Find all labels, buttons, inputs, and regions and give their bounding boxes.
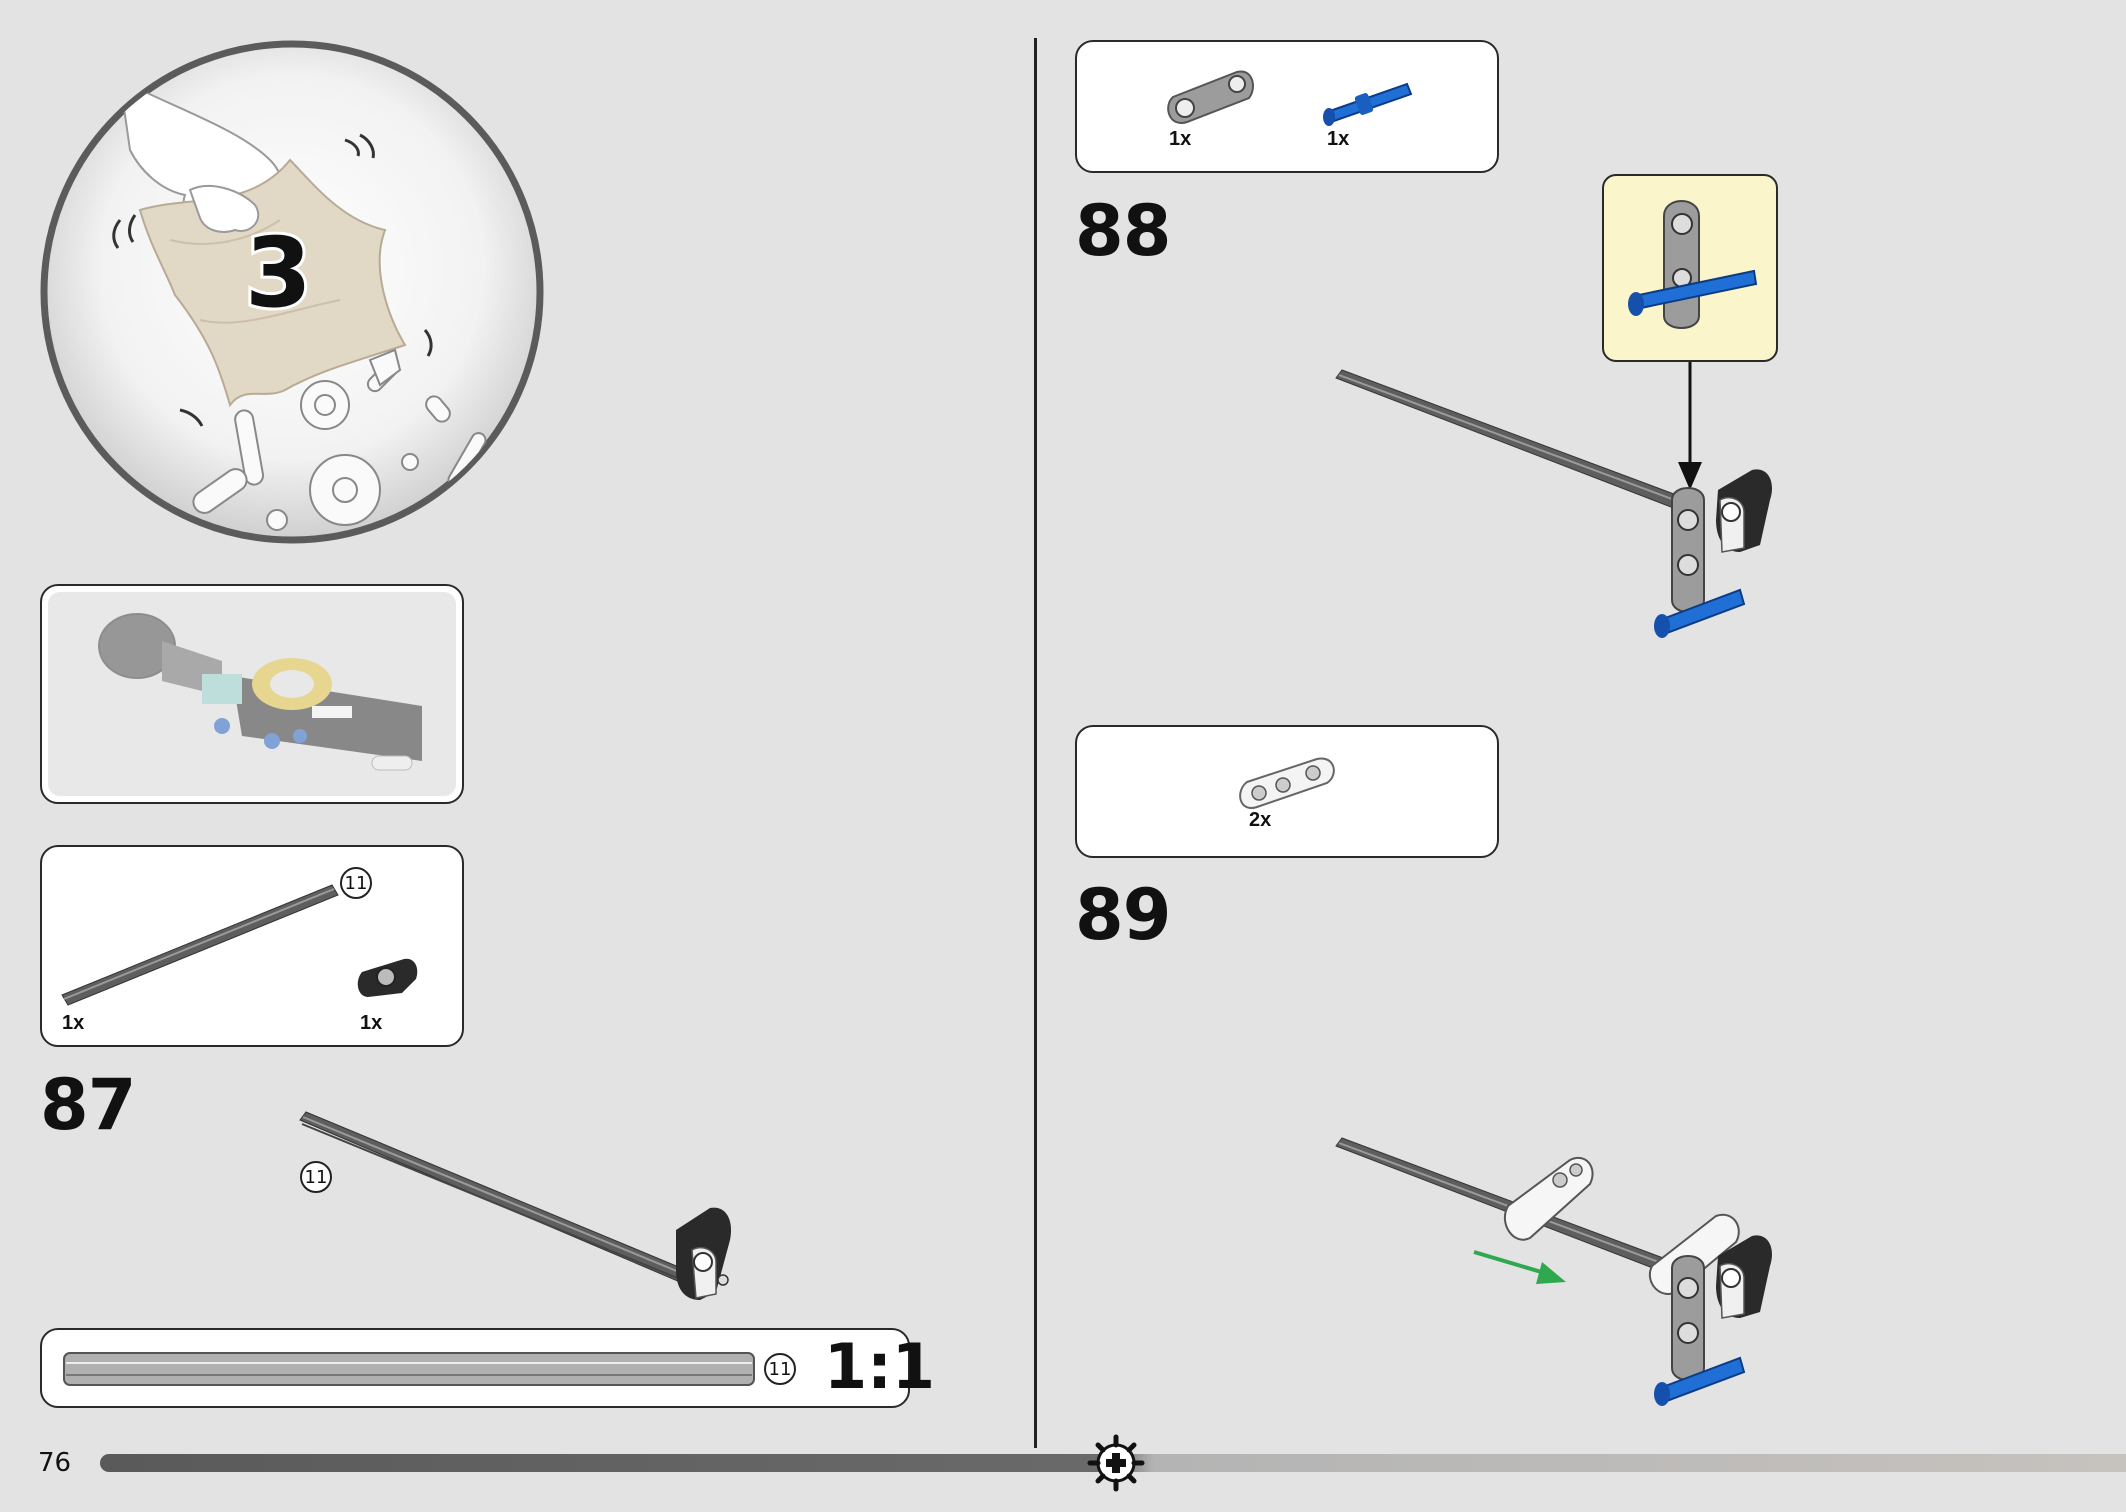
ruler-panel: 11 1:1 [40,1328,935,1408]
part-quantity: 1x [360,1012,383,1034]
length-callout: 11 [300,1161,332,1193]
model-preview-icon [98,613,422,771]
length-callout: 11 [340,867,372,899]
step-number: 89 [1075,874,1171,956]
gear-icon [1087,1434,1145,1492]
bag-number: 3 [242,217,315,329]
beam-icon [1239,757,1335,810]
part-quantity: 2x [1249,809,1272,831]
bag-hand-icon [40,40,544,544]
part-quantity: 1x [62,1012,85,1034]
connector-icon [1628,200,1758,329]
page-number: 76 [38,1448,72,1478]
axle-icon [61,884,339,1006]
part-quantity: 1x [1327,128,1350,150]
beam-icon [1167,70,1254,125]
pin-icon [1323,82,1413,126]
parts-panel-89: 2x [1075,725,1499,858]
scale-label: 1:1 [824,1330,936,1403]
parts-panel-87: 1x 1x 11 [40,845,464,1047]
bag-illustration: 3 [40,40,544,544]
model-preview-panel [40,584,464,804]
step-number: 87 [40,1064,136,1146]
page-divider [1034,38,1037,1448]
parts-panel-88: 1x 1x [1075,40,1499,173]
part-quantity: 1x [1169,128,1192,150]
length-callout: 11 [764,1353,796,1385]
subassembly-callout [1602,174,1778,362]
connector-icon [357,958,418,997]
axle-icon [63,1352,755,1386]
step-number: 88 [1075,190,1171,272]
